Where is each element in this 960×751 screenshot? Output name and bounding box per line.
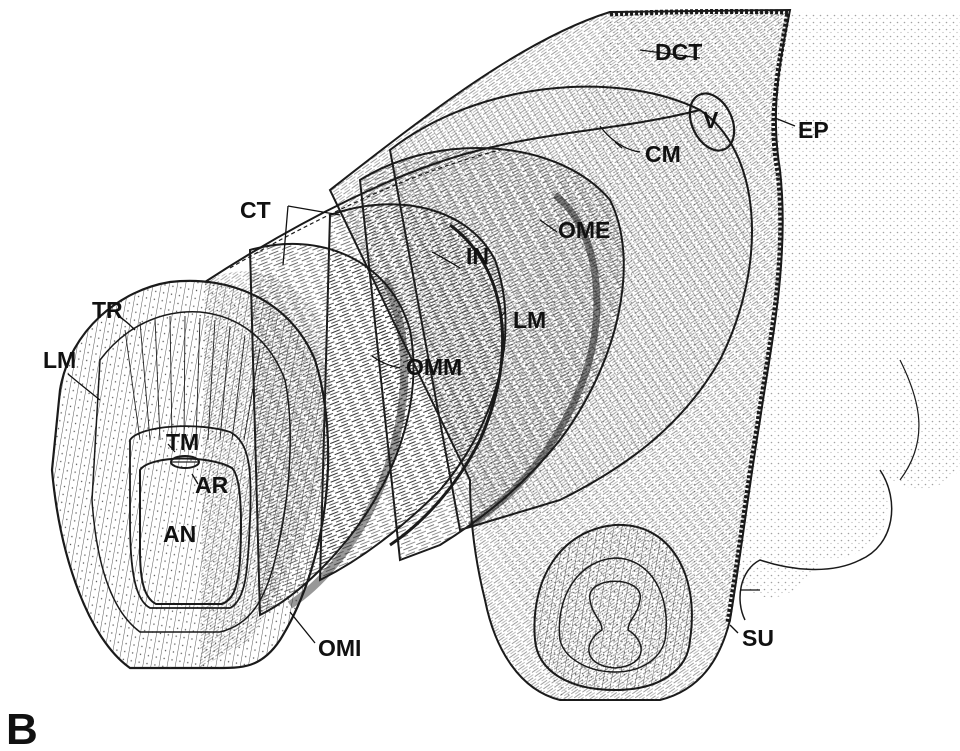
arm-cross-section-face (52, 281, 328, 668)
label-v: V (703, 107, 719, 133)
label-tm: TM (166, 429, 199, 455)
label-cm: CM (645, 141, 681, 167)
label-omm: OMM (406, 354, 462, 380)
label-omi: OMI (318, 635, 361, 661)
label-lm-outer: LM (43, 347, 76, 373)
label-su: SU (742, 625, 774, 651)
label-ar: AR (195, 472, 229, 498)
label-tr: TR (92, 297, 123, 323)
label-ep: EP (798, 117, 829, 143)
panel-letter: B (6, 705, 38, 751)
label-in: IN (466, 243, 489, 269)
label-lm-inner: LM (513, 307, 546, 333)
label-dct: DCT (655, 39, 702, 65)
label-an: AN (163, 521, 196, 547)
label-ct: CT (240, 197, 271, 223)
label-ome: OME (558, 217, 610, 243)
